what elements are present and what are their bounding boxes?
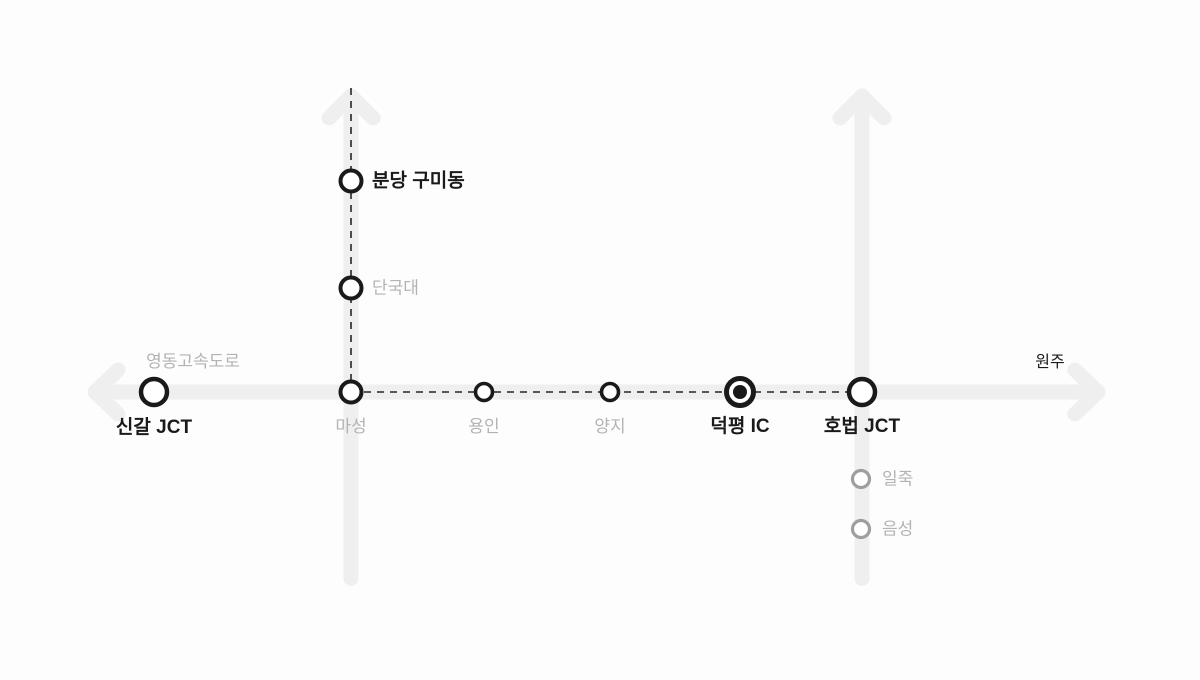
station-node-iljuk[interactable] [850,468,872,490]
station-node-bundang-gumi-dong[interactable] [338,168,364,194]
arrow-up-left-icon [321,88,381,126]
station-label-eumseong[interactable]: 음성 [882,519,914,539]
endpoint-label-right: 원주 [1035,354,1065,371]
station-label-maseong[interactable]: 마성 [335,417,367,436]
arrow-left-icon [87,362,126,422]
station-label-deokpyeong-ic[interactable]: 덕평 IC [710,416,770,437]
station-node-eumseong[interactable] [850,518,872,540]
dashed-routes [350,88,862,393]
direction-arrows [87,88,1106,422]
station-node-yongin[interactable] [473,381,495,403]
endpoint-label-left: 영동고속도로 [146,352,240,371]
station-nodes [138,168,878,540]
station-node-singal-jct[interactable] [138,376,170,408]
station-label-yongin[interactable]: 용인 [468,417,500,436]
station-label-bundang-gumi-dong[interactable]: 분당 구미동 [372,170,465,192]
station-node-hobeop-jct[interactable] [846,376,878,408]
station-label-hobeop-jct[interactable]: 호법 JCT [823,416,901,437]
horizontal-band [96,384,1096,400]
station-node-deokpyeong-ic[interactable] [724,376,756,408]
arrow-up-right-icon [832,88,892,126]
station-label-yangji[interactable]: 양지 [594,417,626,436]
right-vertical-band [854,96,870,586]
station-node-maseong[interactable] [338,379,364,405]
station-node-dankook-univ[interactable] [338,275,364,301]
deokpyeong-core-dot [733,385,747,399]
station-label-singal-jct[interactable]: 신갈 JCT [115,417,193,438]
station-label-dankook-univ[interactable]: 단국대 [372,278,419,298]
line-bands [96,96,1096,586]
station-label-iljuk[interactable]: 일죽 [882,469,914,489]
arrow-right-icon [1067,362,1106,422]
station-node-yangji[interactable] [599,381,621,403]
